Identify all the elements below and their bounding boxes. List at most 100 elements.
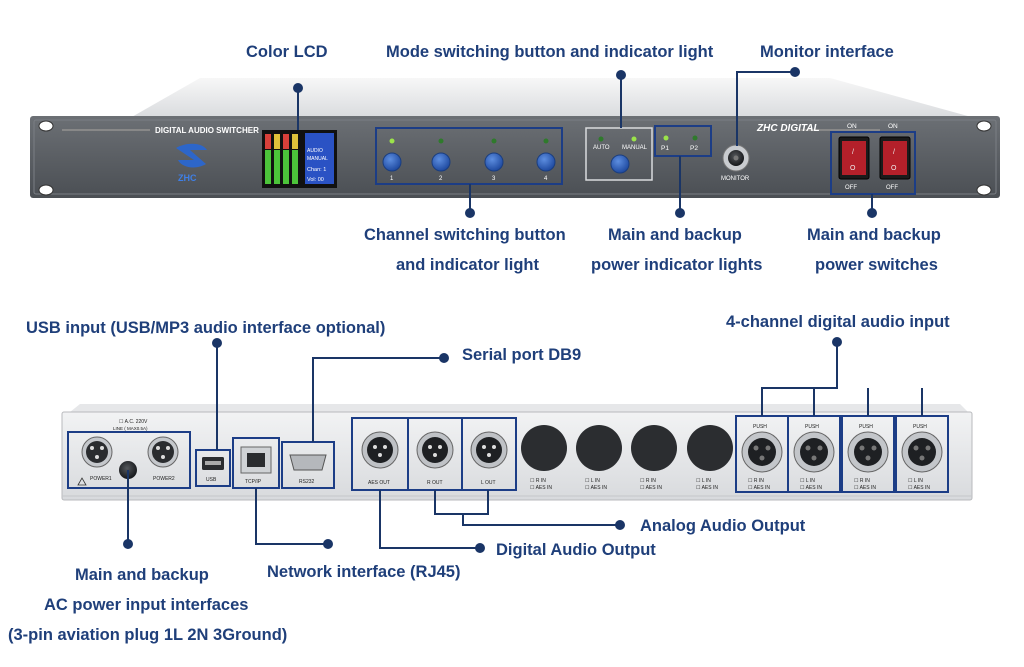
switch1-on-glyph: / — [852, 149, 854, 156]
input1-label-b: ☐ AES IN — [748, 485, 770, 491]
callout-analog-output: Analog Audio Output — [640, 517, 806, 535]
usb-highlight — [195, 449, 231, 487]
callout-network-interface: Network interface (RJ45) — [267, 563, 461, 581]
p1-indicator — [663, 135, 669, 141]
switch1-on-label: ON — [847, 123, 857, 130]
lcd-meter-bar — [265, 150, 271, 184]
callout-power-indicators-line2: power indicator lights — [591, 256, 763, 274]
r-out-connector[interactable] — [416, 431, 454, 469]
manual-indicator — [631, 136, 637, 142]
auto-indicator — [598, 136, 604, 142]
channel-indicator-4 — [543, 138, 549, 144]
color-lcd: AUDIO MANUAL Chan: 1 Vol: 00 — [262, 130, 337, 188]
input-connector-2[interactable] — [793, 431, 835, 473]
callout-digital-output: Digital Audio Output — [496, 541, 656, 559]
power-indicators-highlight — [654, 125, 712, 157]
mode-panel-frame — [585, 127, 653, 181]
input-connector-3[interactable] — [847, 431, 889, 473]
channel-indicator-3 — [491, 138, 497, 144]
power-switch-2[interactable]: / O — [879, 136, 911, 180]
switch1-off-glyph: O — [850, 165, 856, 172]
aes-out-connector[interactable] — [361, 431, 399, 469]
ac-rating-line-1: ☐ A.C. 220V — [119, 419, 148, 425]
l-out-label: L OUT — [481, 480, 496, 486]
blank3-label-b: ☐ AES IN — [640, 485, 662, 491]
lcd-meter-bar — [292, 150, 298, 184]
mode-button[interactable] — [610, 154, 630, 174]
channel-number-3: 3 — [492, 176, 496, 182]
input3-label-a: ☐ R IN — [854, 478, 870, 484]
lcd-meter-bar — [283, 150, 289, 184]
switch2-off-glyph: O — [891, 165, 897, 172]
blank1-label-b: ☐ AES IN — [530, 485, 552, 491]
callout-ac-power-line3: (3-pin aviation plug 1L 2N 3Ground) — [8, 626, 288, 644]
callout-monitor-interface: Monitor interface — [760, 43, 894, 61]
channel-indicator-1 — [389, 138, 395, 144]
callout-power-indicators-line1: Main and backup — [608, 226, 742, 244]
monitor-label: MONITOR — [721, 176, 750, 182]
p2-indicator — [692, 135, 698, 141]
input-connector-1[interactable] — [741, 431, 783, 473]
blank3-label-a: ☐ R IN — [640, 478, 656, 484]
p2-label: P2 — [690, 145, 698, 152]
blank2-label-b: ☐ AES IN — [585, 485, 607, 491]
lcd-line-2: MANUAL — [307, 156, 328, 162]
callout-serial-port: Serial port DB9 — [462, 346, 582, 364]
push-label-4: PUSH — [913, 424, 927, 430]
callout-digital-input: 4-channel digital audio input — [726, 313, 950, 331]
logo-icon — [176, 143, 207, 168]
channel-button-1[interactable]: 1 — [382, 138, 402, 183]
lcd-meter-peak — [292, 134, 298, 149]
lcd-meter-peak — [265, 134, 271, 149]
lcd-meter-peak — [274, 134, 280, 149]
manual-label: MANUAL — [622, 145, 648, 151]
blank1-label-a: ☐ R IN — [530, 478, 546, 484]
channel-number-1: 1 — [390, 176, 394, 182]
leader-dots — [123, 67, 877, 553]
brand-text: ZHC DIGITAL — [756, 123, 820, 134]
switch1-off-label: OFF — [845, 185, 857, 191]
rs232-highlight — [281, 441, 335, 489]
callout-channel-switching-line2: and indicator light — [396, 256, 539, 274]
power-switch-1[interactable]: / O — [838, 136, 870, 180]
callout-color-lcd: Color LCD — [246, 43, 328, 61]
monitor-jack[interactable] — [722, 144, 750, 172]
channel-button-3[interactable]: 3 — [484, 138, 504, 183]
ac-rating-line-2: LINE ( MAX0.5A) — [113, 426, 148, 431]
power-connector-2[interactable] — [147, 436, 179, 468]
input2-label-a: ☐ L IN — [800, 478, 815, 484]
usb-label: USB — [206, 477, 217, 483]
lcd-line-4: Vol: 00 — [307, 177, 324, 183]
channel-button-2[interactable]: 2 — [431, 138, 451, 183]
blank-plate-3 — [631, 425, 677, 471]
channel-number-2: 2 — [439, 176, 443, 182]
power-connector-1[interactable] — [81, 436, 113, 468]
aes-out-label: AES OUT — [368, 480, 390, 486]
l-out-connector[interactable] — [470, 431, 508, 469]
callout-ac-power-line2: AC power input interfaces — [44, 596, 249, 614]
lcd-meter-peak — [283, 134, 289, 149]
callout-ac-power-line1: Main and backup — [75, 566, 209, 584]
power1-label: POWER1 — [90, 476, 112, 482]
channel-number-4: 4 — [544, 176, 548, 182]
callout-power-switches-line1: Main and backup — [807, 226, 941, 244]
input-connector-4[interactable] — [901, 431, 943, 473]
switch2-off-label: OFF — [886, 185, 898, 191]
tcpip-label: TCP/IP — [245, 479, 262, 485]
push-label-1: PUSH — [753, 424, 767, 430]
input4-label-b: ☐ AES IN — [908, 485, 930, 491]
input2-label-b: ☐ AES IN — [800, 485, 822, 491]
callout-power-switches-line2: power switches — [815, 256, 938, 274]
switch2-on-label: ON — [888, 123, 898, 130]
lcd-line-3: Chan: 1 — [307, 167, 326, 173]
lcd-line-1: AUDIO — [307, 148, 323, 154]
leader-lines — [127, 71, 923, 549]
lcd-meter-bar — [274, 150, 280, 184]
r-out-label: R OUT — [427, 480, 443, 486]
db9-port[interactable] — [289, 454, 327, 471]
blank2-label-a: ☐ L IN — [585, 478, 600, 484]
channel-button-4[interactable]: 4 — [536, 138, 556, 183]
input3-label-b: ☐ AES IN — [854, 485, 876, 491]
p1-label: P1 — [661, 145, 669, 152]
